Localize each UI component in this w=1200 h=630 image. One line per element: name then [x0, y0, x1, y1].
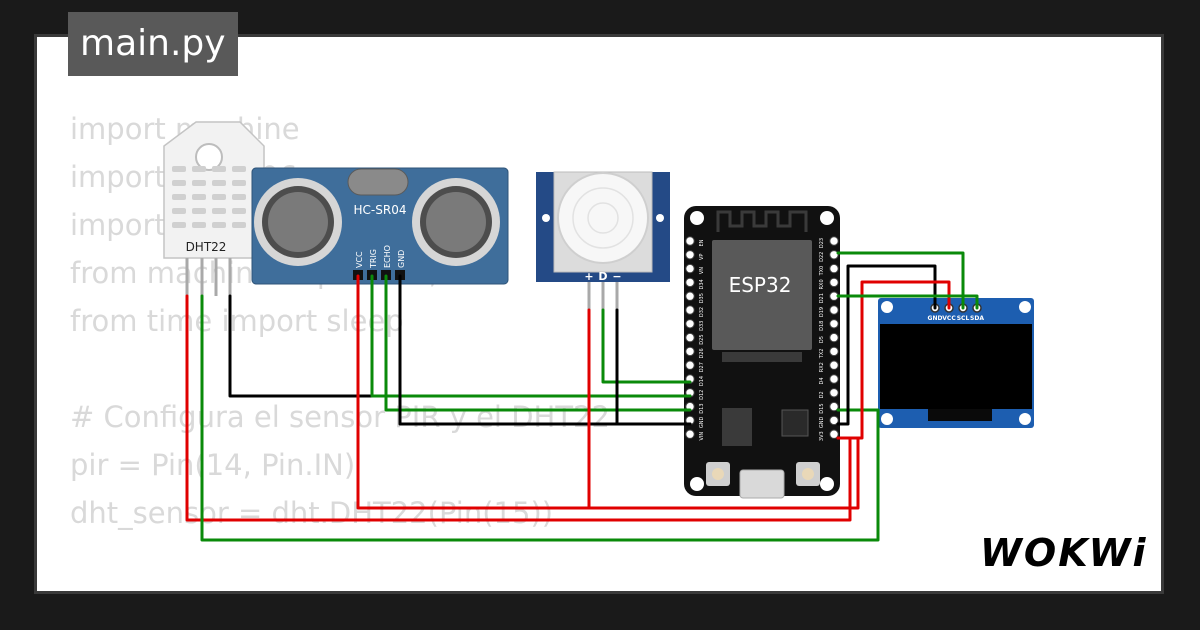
esp32-board[interactable]: ESP32 ENVPVND34D35D32D33D25D26D27D14D12D…: [684, 206, 840, 499]
hcsr04-pin-trig: TRIG: [369, 249, 378, 269]
oled-pin-scl: SCL: [957, 315, 970, 322]
wire-oled-gnd: [836, 264, 937, 426]
esp32-pin-label: D32: [699, 307, 705, 317]
pir-pin-d: D: [598, 270, 607, 283]
wokwi-logo: WOKWi: [980, 531, 1148, 575]
esp32-pin-d22[interactable]: [829, 250, 839, 260]
esp32-pin-d18[interactable]: [829, 319, 839, 329]
esp32-pin-d27[interactable]: [685, 360, 695, 370]
esp32-pin-label: D34: [699, 279, 705, 289]
esp32-pin-label: VIN: [699, 432, 705, 441]
wire-oled-vcc: [836, 280, 951, 440]
oled-display[interactable]: GND VCC SCL SDA: [878, 298, 1034, 428]
esp32-pin-label: RX2: [819, 362, 825, 372]
wire-pir-gnd: [615, 308, 692, 426]
esp32-pin-label: D12: [699, 390, 705, 400]
oled-pin-gnd: GND: [928, 315, 943, 322]
esp32-pin-label: VN: [699, 267, 705, 274]
wire-hcsr04-trig: [370, 274, 692, 398]
esp32-pin-d15[interactable]: [829, 401, 839, 412]
esp32-pin-label: D23: [819, 238, 825, 248]
hcsr04-sensor[interactable]: HC-SR04 VCC TRIG ECHO GND: [251, 167, 509, 285]
esp32-pin-vn[interactable]: [685, 263, 695, 274]
esp32-pin-label: D22: [819, 252, 825, 262]
esp32-pin-label: D4: [819, 377, 825, 384]
esp32-pin-label: 3V3: [819, 431, 825, 441]
hcsr04-pin-vcc: VCC: [355, 251, 364, 268]
esp32-pin-label: D25: [699, 334, 705, 344]
esp32-pin-d4[interactable]: [829, 374, 839, 384]
esp32-pin-d19[interactable]: [829, 305, 839, 315]
dht22-sensor[interactable]: DHT22: [163, 121, 265, 296]
esp32-pin-label: D27: [699, 362, 705, 372]
file-tab[interactable]: main.py: [68, 12, 238, 76]
esp32-pin-label: D21: [819, 293, 825, 303]
code-line: from time import sleep: [70, 304, 404, 338]
esp32-pin-label: RX0: [819, 279, 825, 289]
oled-screen: [880, 324, 1032, 409]
esp32-pin-label: D13: [699, 403, 705, 413]
esp32-pin-tx2[interactable]: [829, 346, 839, 357]
esp32-pin-rx0[interactable]: [829, 277, 839, 288]
esp32-pin-label: D35: [699, 293, 705, 303]
esp32-pin-label: EN: [699, 239, 705, 246]
esp32-pin-tx0[interactable]: [829, 263, 839, 274]
wire-oled-scl: [836, 251, 965, 310]
code-line: # Configura el sensor PIR y el DHT22: [70, 400, 610, 434]
transducer-right: [412, 178, 500, 266]
esp32-pin-d35[interactable]: [685, 291, 695, 301]
esp32-pin-label: D18: [819, 321, 825, 331]
hcsr04-pin-echo: ECHO: [383, 245, 392, 268]
esp32-pin-label: D19: [819, 307, 825, 317]
dht22-label: DHT22: [186, 240, 227, 254]
esp32-pin-label: D15: [819, 403, 825, 413]
wire-hcsr04-echo: [384, 274, 692, 412]
esp32-pin-d32[interactable]: [685, 305, 695, 315]
esp32-pin-gnd[interactable]: [829, 415, 839, 426]
hcsr04-pin-gnd: GND: [397, 250, 406, 268]
esp32-pin-d33[interactable]: [685, 319, 695, 329]
esp32-pin-3v3[interactable]: [829, 429, 839, 439]
esp32-pin-vin[interactable]: [685, 429, 695, 439]
esp32-pin-label: VP: [699, 254, 705, 260]
esp32-pin-label: TX0: [819, 266, 825, 277]
esp32-pin-rx2[interactable]: [829, 360, 839, 370]
esp32-pin-label: D26: [699, 348, 705, 358]
esp32-pin-d26[interactable]: [685, 346, 695, 357]
esp32-pin-d2[interactable]: [829, 388, 839, 398]
esp32-pin-label: GND: [819, 417, 825, 429]
esp32-pin-d5[interactable]: [829, 332, 839, 343]
esp32-pin-label: TX2: [819, 349, 825, 360]
hcsr04-label: HC-SR04: [354, 203, 407, 217]
esp32-pin-d34[interactable]: [685, 277, 695, 288]
oled-pin-vcc: VCC: [942, 315, 956, 322]
esp32-pin-label: GND: [699, 417, 705, 429]
esp32-pin-label: D2: [819, 391, 825, 398]
esp32-pin-en[interactable]: [685, 236, 695, 246]
pir-pin-minus: −: [612, 270, 621, 283]
esp32-pin-d25[interactable]: [685, 332, 695, 343]
esp32-label: ESP32: [729, 273, 792, 297]
wire-dht-data: [200, 294, 880, 542]
esp32-pin-label: D33: [699, 321, 705, 331]
wire-oled-sda: [836, 294, 979, 310]
wire-pir-data: [601, 308, 692, 384]
pir-sensor[interactable]: + D −: [536, 171, 670, 310]
oled-pin-sda: SDA: [970, 315, 984, 322]
esp32-pin-label: D14: [699, 376, 705, 386]
pir-pin-plus: +: [584, 270, 593, 283]
esp32-pin-label: D5: [819, 336, 825, 343]
esp32-pin-d23[interactable]: [829, 236, 839, 246]
esp32-pin-vp[interactable]: [685, 250, 695, 260]
transducer-left: [254, 178, 342, 266]
wire-hcsr04-gnd: [398, 274, 692, 426]
